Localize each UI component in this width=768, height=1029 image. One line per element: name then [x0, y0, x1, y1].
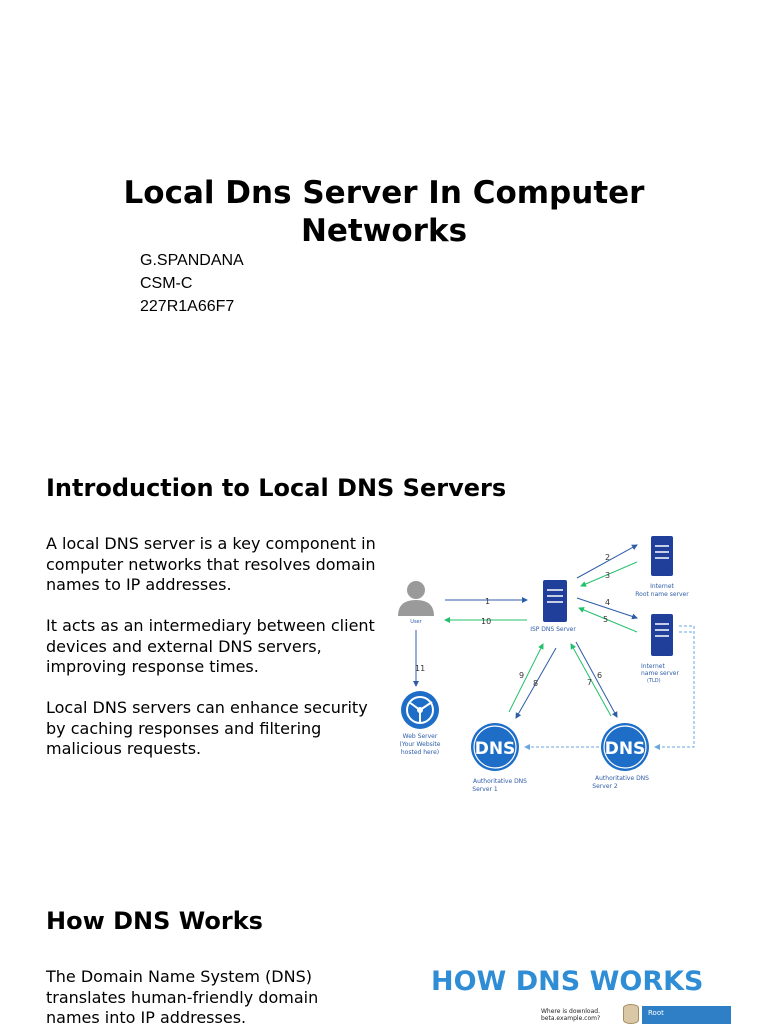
intro-paragraph-3: Local DNS servers can enhance security b…: [46, 698, 368, 758]
step-8: 8: [533, 679, 538, 688]
dns-globe-icon-1: DNS: [471, 723, 519, 771]
dns-question-line-1: Where is download.: [541, 1008, 600, 1015]
step-5: 5: [603, 615, 608, 624]
database-icon: [623, 1004, 639, 1024]
dns-question-line-2: beta.example.com?: [541, 1015, 601, 1022]
globe-network-icon: [401, 691, 439, 729]
author-block: G.SPANDANA CSM-C 227R1A66F7: [140, 249, 244, 318]
dns-resolution-diagram: User ISP DNS Server Internet Root name s…: [398, 536, 695, 793]
author-name: G.SPANDANA: [140, 252, 244, 269]
user-icon: [398, 581, 434, 616]
auth1-label-1: Authoritative DNS: [473, 778, 527, 785]
auth2-label-2: Server 2: [592, 783, 618, 790]
user-label: User: [410, 619, 422, 625]
step-10: 10: [481, 617, 491, 626]
root-server-label-2: Root name server: [635, 591, 689, 598]
root-server-box: Root: [642, 1006, 731, 1024]
auth1-label-2: Server 1: [472, 786, 498, 793]
arrow-6: [575, 641, 618, 718]
arrow-4: [576, 597, 638, 620]
arrow-dashed-tld: [654, 625, 695, 750]
step-4: 4: [605, 598, 610, 607]
dns-text-2: DNS: [605, 739, 646, 759]
root-server-icon: [651, 536, 673, 576]
web-server-label-3: hosted here): [401, 749, 439, 756]
web-server-label-2: (Your Website: [400, 741, 441, 748]
intro-paragraph-1: A local DNS server is a key component in…: [46, 534, 376, 594]
how-dns-heading: How DNS Works: [46, 907, 263, 935]
how-dns-works-title: HOW DNS WORKS: [431, 966, 704, 997]
isp-server-icon: [543, 580, 567, 622]
auth2-label-1: Authoritative DNS: [595, 775, 649, 782]
step-7: 7: [587, 678, 592, 687]
arrow-9: [508, 643, 544, 713]
arrow-8: [515, 647, 557, 719]
tld-server-label-1: Internet: [641, 663, 665, 670]
tld-server-icon: [651, 614, 673, 656]
web-server-label-1: Web Server: [403, 733, 438, 740]
step-2: 2: [605, 553, 610, 562]
dns-question: Where is download. beta.example.com?: [541, 1008, 600, 1022]
dns-globe-icon-2: DNS: [601, 723, 649, 771]
intro-heading: Introduction to Local DNS Servers: [46, 474, 507, 502]
intro-paragraph-2: It acts as an intermediary between clien…: [46, 616, 375, 676]
dns-text-1: DNS: [475, 739, 516, 759]
how-dns-paragraph: The Domain Name System (DNS) translates …: [46, 967, 319, 1027]
step-9: 9: [519, 671, 524, 680]
arrow-2: [576, 544, 638, 579]
arrow-7: [570, 643, 612, 717]
arrow-3: [580, 561, 638, 587]
step-1: 1: [485, 597, 490, 606]
title-slide: Local Dns Server In Computer Networks G.…: [0, 0, 768, 430]
tld-server-label-3: (TLD): [647, 678, 661, 684]
step-11: 11: [415, 664, 425, 673]
isp-server-label: ISP DNS Server: [530, 626, 576, 633]
step-6: 6: [597, 671, 602, 680]
step-3: 3: [605, 571, 610, 580]
tld-server-label-2: name server: [641, 670, 679, 677]
author-roll-number: 227R1A66F7: [140, 298, 235, 315]
presentation-title: Local Dns Server In Computer Networks: [123, 175, 645, 249]
arrow-5: [578, 607, 638, 633]
root-server-label-1: Internet: [650, 583, 674, 590]
how-dns-works-image: HOW DNS WORKS Where is download. beta.ex…: [398, 958, 731, 1024]
author-class: CSM-C: [140, 275, 193, 292]
